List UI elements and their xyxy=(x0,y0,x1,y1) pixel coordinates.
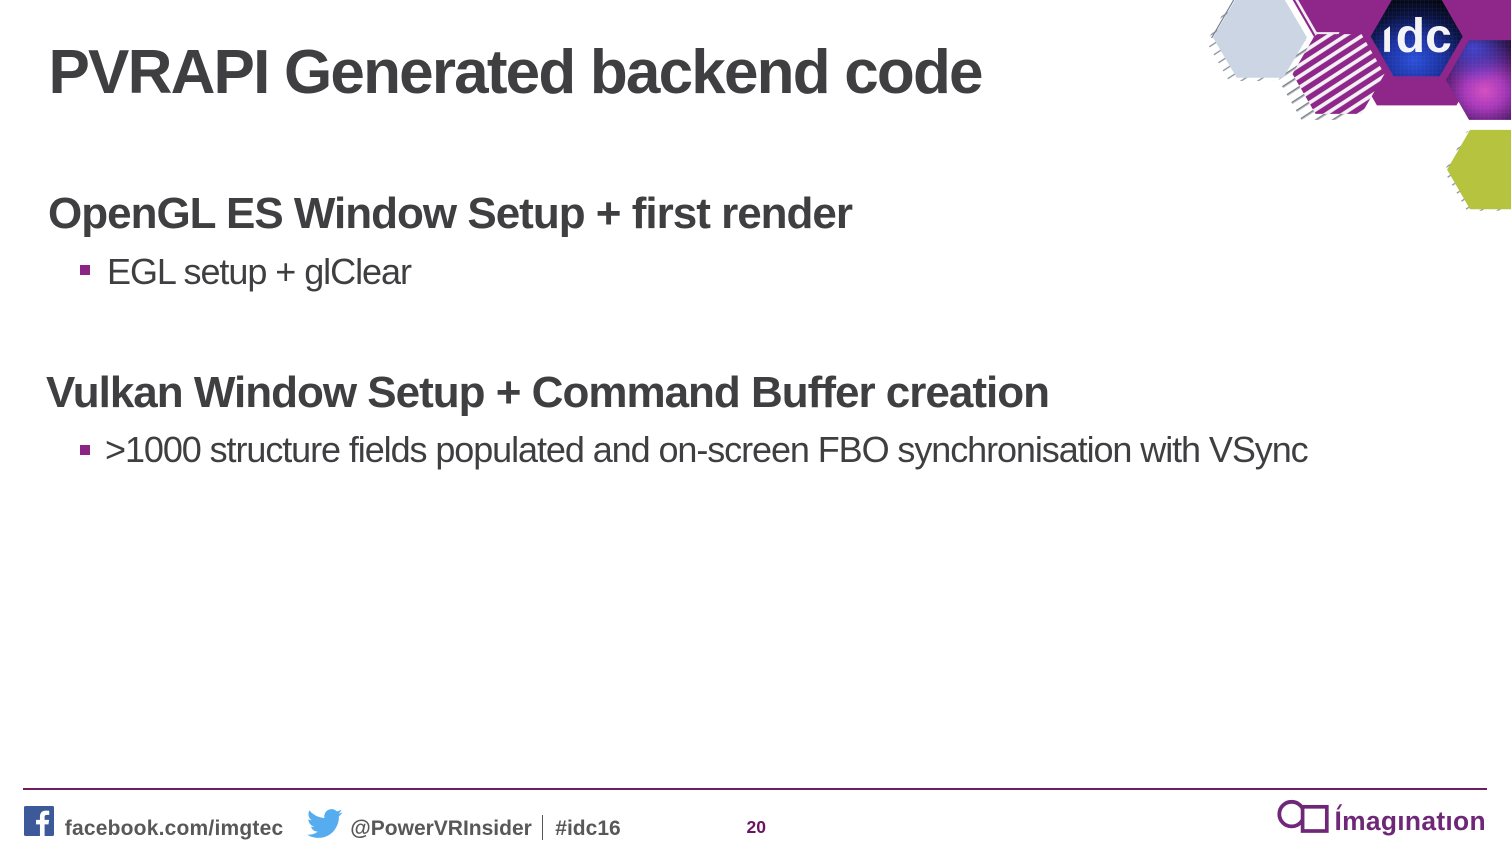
svg-text:Imagınatıon: Imagınatıon xyxy=(1335,806,1486,836)
svg-text:dc: dc xyxy=(1396,10,1452,63)
